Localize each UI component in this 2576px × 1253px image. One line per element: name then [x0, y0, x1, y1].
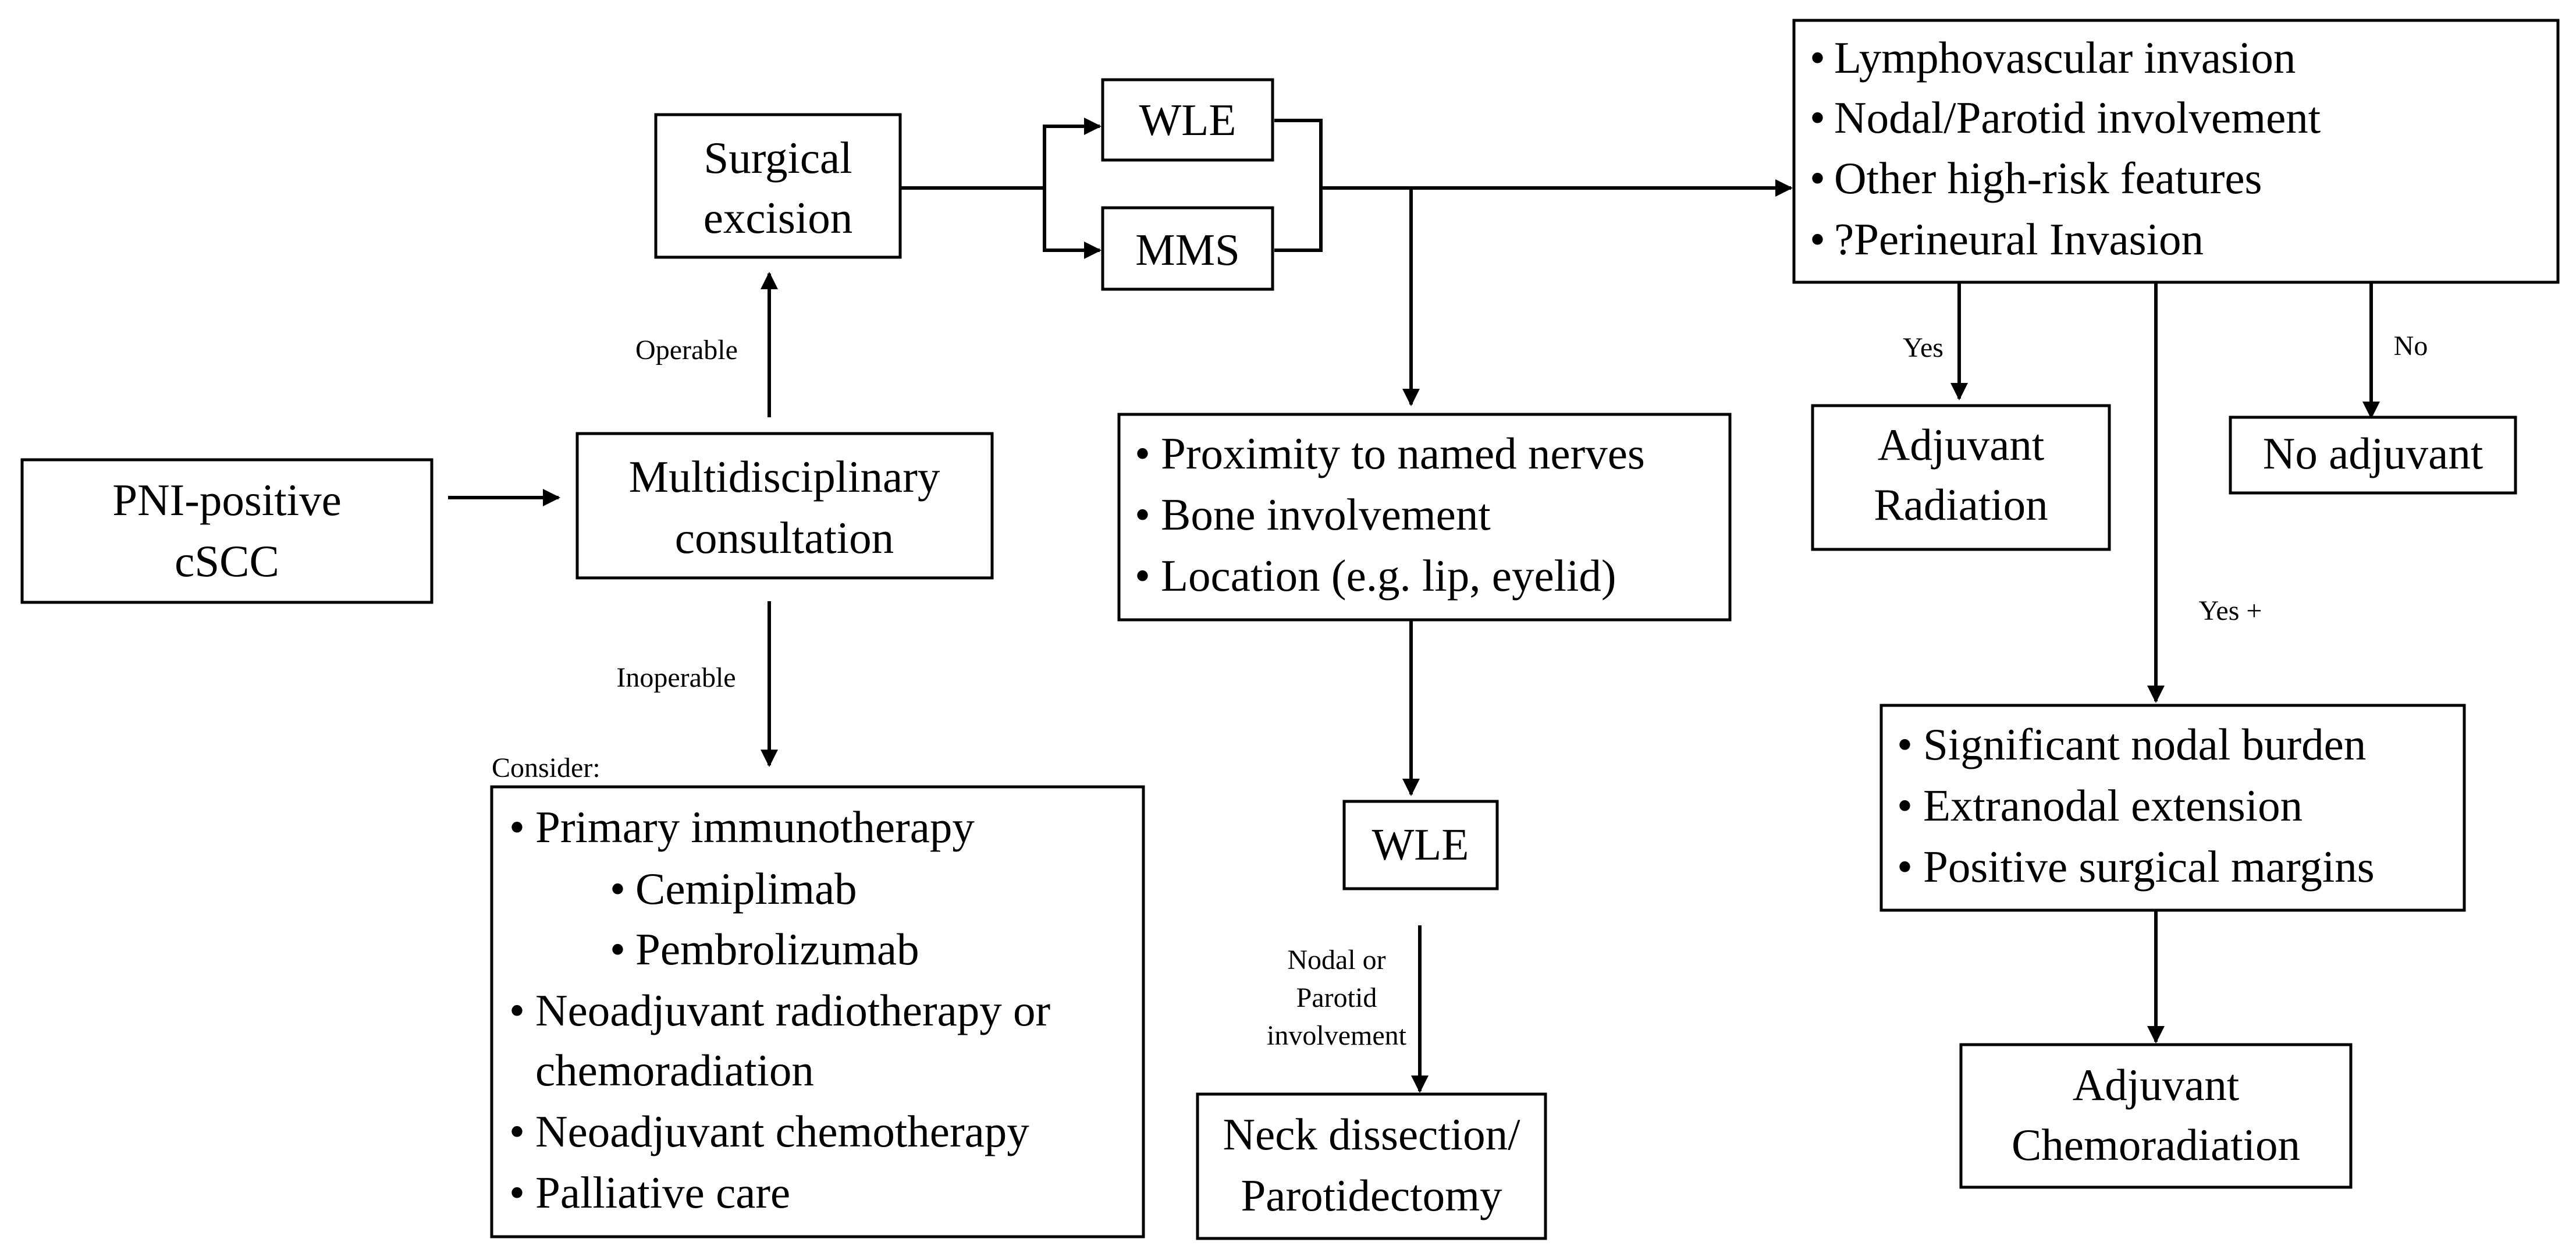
proximity-item-2: Bone involvement	[1161, 489, 1491, 539]
proximity-bullet-1: •	[1135, 428, 1150, 478]
consult-line-2: consultation	[675, 513, 894, 563]
box-adjuvant-radiation	[1811, 404, 2111, 551]
mms-label: MMS	[1135, 225, 1240, 275]
nodal-bullet-2: •	[1897, 780, 1913, 830]
line-wle-top-out	[1274, 119, 1323, 188]
chemorad-text: Adjuvant Chemoradiation	[2012, 1060, 2300, 1170]
risk-bullet-4: •	[1810, 214, 1825, 264]
nodal-item-1: Significant nodal burden	[1923, 719, 2366, 769]
box-nodal-burden	[1879, 704, 2466, 912]
surgical-text: Surgical excision	[703, 133, 853, 243]
wle-top-label: WLE	[1139, 95, 1237, 145]
box-pni-positive	[20, 458, 434, 604]
adj-rad-line-2: Radiation	[1874, 480, 2048, 530]
risk-item-2: Nodal/Parotid involvement	[1834, 93, 2321, 143]
box-adjuvant-chemoradiation	[1959, 1043, 2353, 1189]
box-risk-features	[1792, 19, 2560, 284]
consider-bullet-1: •	[509, 802, 525, 852]
risk-item-4: ?Perineural Invasion	[1834, 214, 2204, 264]
consider-item-3: Pembrolizumab	[635, 924, 919, 974]
pni-text: PNI-positive cSCC	[112, 475, 342, 586]
risk-item-3: Other high-risk features	[1834, 153, 2262, 203]
box-mms	[1101, 206, 1274, 291]
arrow-to-mms	[1043, 188, 1102, 259]
proximity-list: • Proximity to named nerves • Bone invol…	[1135, 428, 1645, 601]
neck-text: Neck dissection/ Parotidectomy	[1223, 1109, 1520, 1220]
nodal-item-2: Extranodal extension	[1923, 780, 2303, 830]
pni-line-2: cSCC	[175, 536, 279, 586]
box-surgical-excision	[654, 113, 902, 259]
nodal-bullet-3: •	[1897, 842, 1913, 892]
box-neck-dissection	[1196, 1092, 1547, 1240]
label-operable: Operable	[635, 335, 738, 365]
consider-bullet-6: •	[509, 1106, 525, 1156]
label-nodal-or: Nodal or	[1287, 945, 1385, 975]
line-mms-out	[1274, 188, 1323, 252]
adj-rad-text: Adjuvant Radiation	[1874, 420, 2048, 530]
consider-bullet-4: •	[509, 985, 525, 1035]
consult-line-1: Multidisciplinary	[629, 452, 940, 502]
neck-line-1: Neck dissection/	[1223, 1109, 1520, 1159]
label-yes-plus: Yes +	[2199, 595, 2262, 626]
risk-bullet-2: •	[1810, 93, 1825, 143]
label-no: No	[2394, 331, 2428, 361]
box-wle-top	[1101, 78, 1274, 162]
arrow-to-wle-top	[1043, 118, 1102, 188]
proximity-bullet-2: •	[1135, 489, 1150, 539]
risk-bullet-1: •	[1810, 33, 1825, 83]
nodal-item-3: Positive surgical margins	[1923, 842, 2375, 892]
adj-rad-line-1: Adjuvant	[1878, 420, 2045, 470]
pni-line-1: PNI-positive	[112, 475, 342, 525]
consider-bullet-3: •	[610, 924, 626, 974]
no-adjuvant-label: No adjuvant	[2263, 428, 2483, 478]
consider-bullet-2: •	[610, 864, 626, 914]
risk-item-1: Lymphovascular invasion	[1834, 33, 2296, 83]
label-yes: Yes	[1903, 332, 1943, 363]
surgical-line-2: excision	[703, 193, 853, 243]
label-parotid: Parotid	[1296, 982, 1377, 1013]
consider-item-1: Primary immunotherapy	[535, 802, 975, 852]
consider-item-7: Palliative care	[535, 1167, 790, 1217]
proximity-item-1: Proximity to named nerves	[1161, 428, 1645, 478]
chemorad-line-1: Adjuvant	[2073, 1060, 2240, 1110]
risk-bullet-3: •	[1810, 153, 1825, 203]
label-inoperable: Inoperable	[616, 662, 736, 693]
box-multidisciplinary	[575, 432, 994, 580]
label-involvement: involvement	[1267, 1020, 1407, 1051]
surgical-line-1: Surgical	[703, 133, 852, 183]
connectors	[448, 118, 2380, 1093]
consider-item-4: Neoadjuvant radiotherapy or	[535, 985, 1050, 1035]
box-consider-options	[490, 785, 1145, 1238]
proximity-bullet-3: •	[1135, 551, 1150, 601]
box-wle-mid	[1342, 800, 1499, 890]
consider-bullet-7: •	[509, 1167, 525, 1217]
nodal-list: • Significant nodal burden • Extranodal …	[1897, 719, 2375, 892]
box-proximity	[1117, 413, 1732, 622]
consider-list: • Primary immunotherapy • Cemiplimab • P…	[509, 802, 1050, 1217]
consider-item-6: Neoadjuvant chemotherapy	[535, 1106, 1029, 1156]
chemorad-line-2: Chemoradiation	[2012, 1120, 2300, 1170]
nodal-bullet-1: •	[1897, 719, 1913, 769]
risk-list: • Lymphovascular invasion • Nodal/Paroti…	[1810, 33, 2321, 264]
wle-mid-label: WLE	[1372, 819, 1469, 869]
consider-item-5: chemoradiation	[535, 1045, 814, 1095]
neck-line-2: Parotidectomy	[1241, 1170, 1502, 1220]
consult-text: Multidisciplinary consultation	[629, 452, 940, 563]
box-no-adjuvant	[2229, 416, 2517, 495]
label-consider: Consider:	[492, 752, 601, 783]
proximity-item-3: Location (e.g. lip, eyelid)	[1161, 551, 1616, 601]
consider-item-2: Cemiplimab	[635, 864, 857, 914]
